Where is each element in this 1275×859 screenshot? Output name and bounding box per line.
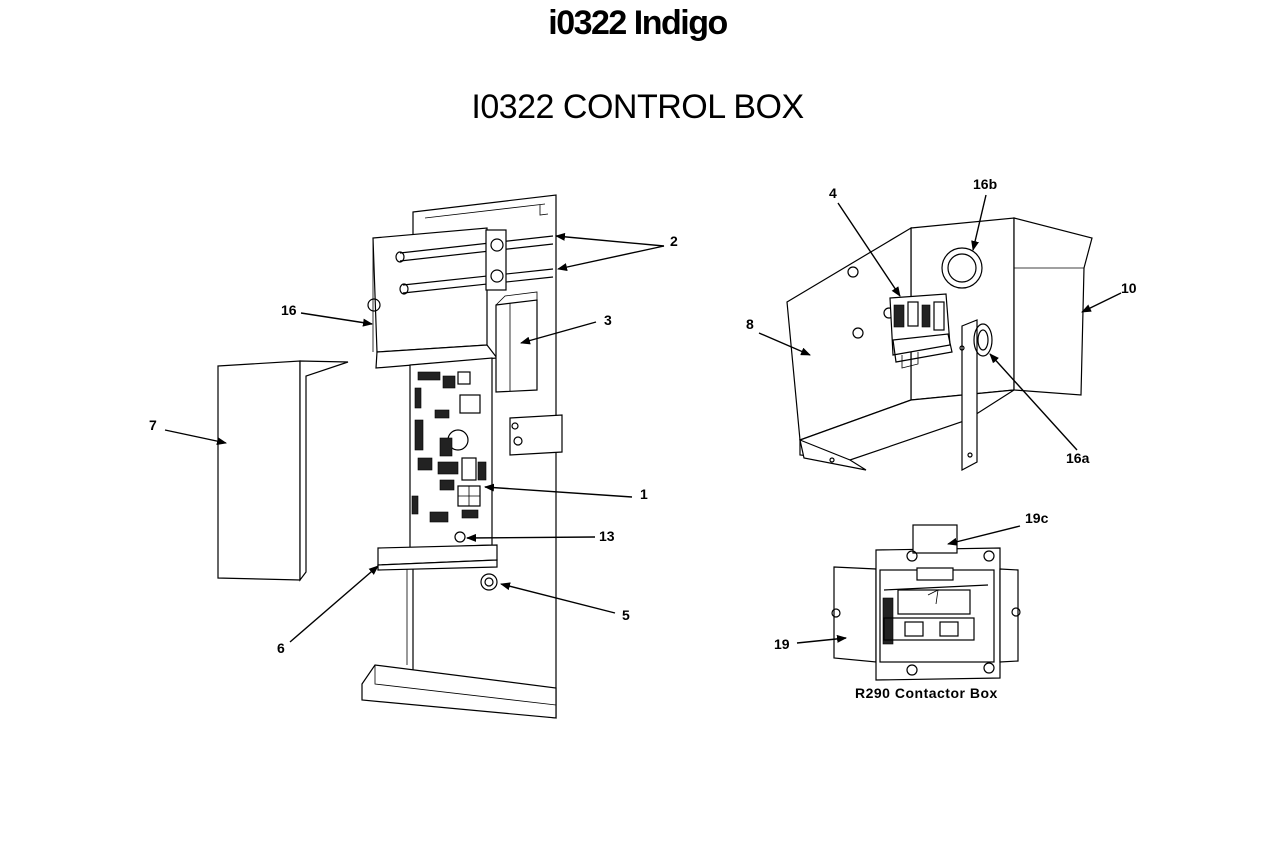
callout-1: 1 (640, 486, 648, 502)
r290-contactor-box (831, 524, 1021, 681)
front-cover (217, 360, 349, 582)
grommet-5 (480, 573, 498, 591)
callout-19c: 19c (1025, 510, 1049, 526)
callout-8: 8 (746, 316, 754, 332)
terminal-relay (889, 293, 953, 369)
callout-7: 7 (149, 417, 157, 433)
callout-10: 10 (1121, 280, 1137, 296)
callout-3: 3 (604, 312, 612, 328)
contactor-box-caption: R290 Contactor Box (855, 685, 998, 701)
circuit-board (409, 357, 493, 549)
leader-lines (164, 194, 1122, 644)
callout-16a: 16a (1066, 450, 1090, 466)
callout-16: 16 (281, 302, 297, 318)
callout-16b: 16b (973, 176, 997, 192)
nut-13 (454, 531, 466, 543)
threaded-rods (395, 229, 554, 295)
callout-5: 5 (622, 607, 630, 623)
page-title: i0322 Indigo (548, 4, 728, 42)
callout-6: 6 (277, 640, 285, 656)
enclosure-box (786, 217, 1093, 471)
component-block (495, 291, 538, 393)
callout-4: 4 (829, 185, 837, 201)
callout-2: 2 (670, 233, 678, 249)
callout-19: 19 (774, 636, 790, 652)
callout-13: 13 (599, 528, 615, 544)
lower-bracket (377, 544, 498, 571)
diagram-subtitle: I0322 CONTROL BOX (471, 88, 804, 126)
mounting-tab (509, 414, 563, 456)
